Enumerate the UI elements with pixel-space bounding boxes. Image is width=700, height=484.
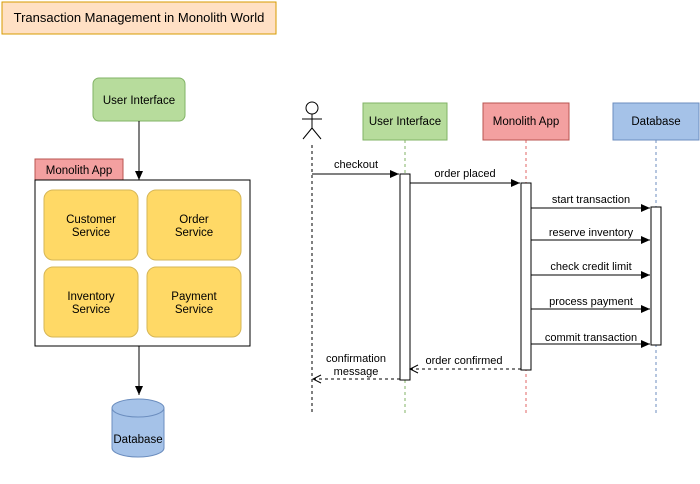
msg-confirmation-label-line2: message (334, 366, 379, 378)
msg-reserve-inventory: reserve inventory (531, 227, 650, 244)
service-order-box (146, 189, 242, 261)
service-customer-box (43, 189, 139, 261)
msg-process-payment-label: process payment (549, 296, 633, 308)
stick-figure-icon (302, 101, 322, 140)
msg-check-credit-limit: check credit limit (531, 261, 650, 279)
monolith-label: Monolith App (46, 165, 113, 177)
services-group: CustomerServiceOrderServiceInventoryServ… (43, 189, 242, 338)
arch-ui-label: User Interface (103, 95, 175, 107)
msg-process-payment: process payment (531, 296, 650, 313)
msg-start-transaction: start transaction (531, 194, 650, 212)
seq-participant-database-label: Database (631, 116, 680, 128)
actor (302, 101, 322, 140)
service-customer-label: Service (72, 227, 110, 239)
arch-database-label: Database (113, 434, 162, 446)
service-order-label: Order (179, 214, 209, 226)
msg-commit-transaction-label: commit transaction (545, 332, 637, 344)
msg-commit-transaction: commit transaction (531, 332, 650, 348)
monolith-label-tab: Monolith App (34, 158, 124, 181)
seq-participant-ui: User Interface (362, 102, 448, 141)
service-inventory-label: Inventory (67, 291, 115, 303)
seq-participant-monolith-label: Monolith App (493, 116, 560, 128)
service-inventory-box (43, 266, 139, 338)
seq-participant-ui-label: User Interface (369, 116, 441, 128)
msg-order-confirmed: order confirmed (410, 355, 521, 369)
service-order-label: Service (175, 227, 213, 239)
arch-database-node: Database (111, 398, 165, 458)
msg-confirmation-message: confirmation message (313, 353, 400, 379)
msg-checkout-label: checkout (334, 159, 378, 171)
msg-reserve-inventory-label: reserve inventory (549, 227, 634, 239)
service-payment-label: Payment (171, 291, 217, 303)
msg-check-credit-limit-label: check credit limit (550, 261, 631, 273)
msg-order-placed-label: order placed (434, 168, 495, 180)
msg-checkout: checkout (312, 159, 399, 178)
msg-confirmation-label-line1: confirmation (326, 353, 386, 365)
seq-participant-database: Database (612, 102, 700, 141)
msg-order-placed: order placed (410, 168, 520, 187)
diagram-title: Transaction Management in Monolith World (14, 10, 265, 25)
seq-participant-monolith: Monolith App (482, 102, 570, 141)
service-customer-label: Customer (66, 214, 116, 226)
arch-ui-node: User Interface (92, 77, 186, 122)
ui-activation (399, 173, 411, 381)
service-payment-box (146, 266, 242, 338)
service-payment-label: Service (175, 304, 213, 316)
db-activation (650, 206, 662, 346)
service-inventory-label: Service (72, 304, 110, 316)
msg-order-confirmed-label: order confirmed (425, 355, 502, 367)
title-box: Transaction Management in Monolith World (1, 1, 277, 35)
monolith-activation (520, 182, 532, 371)
msg-start-transaction-label: start transaction (552, 194, 630, 206)
